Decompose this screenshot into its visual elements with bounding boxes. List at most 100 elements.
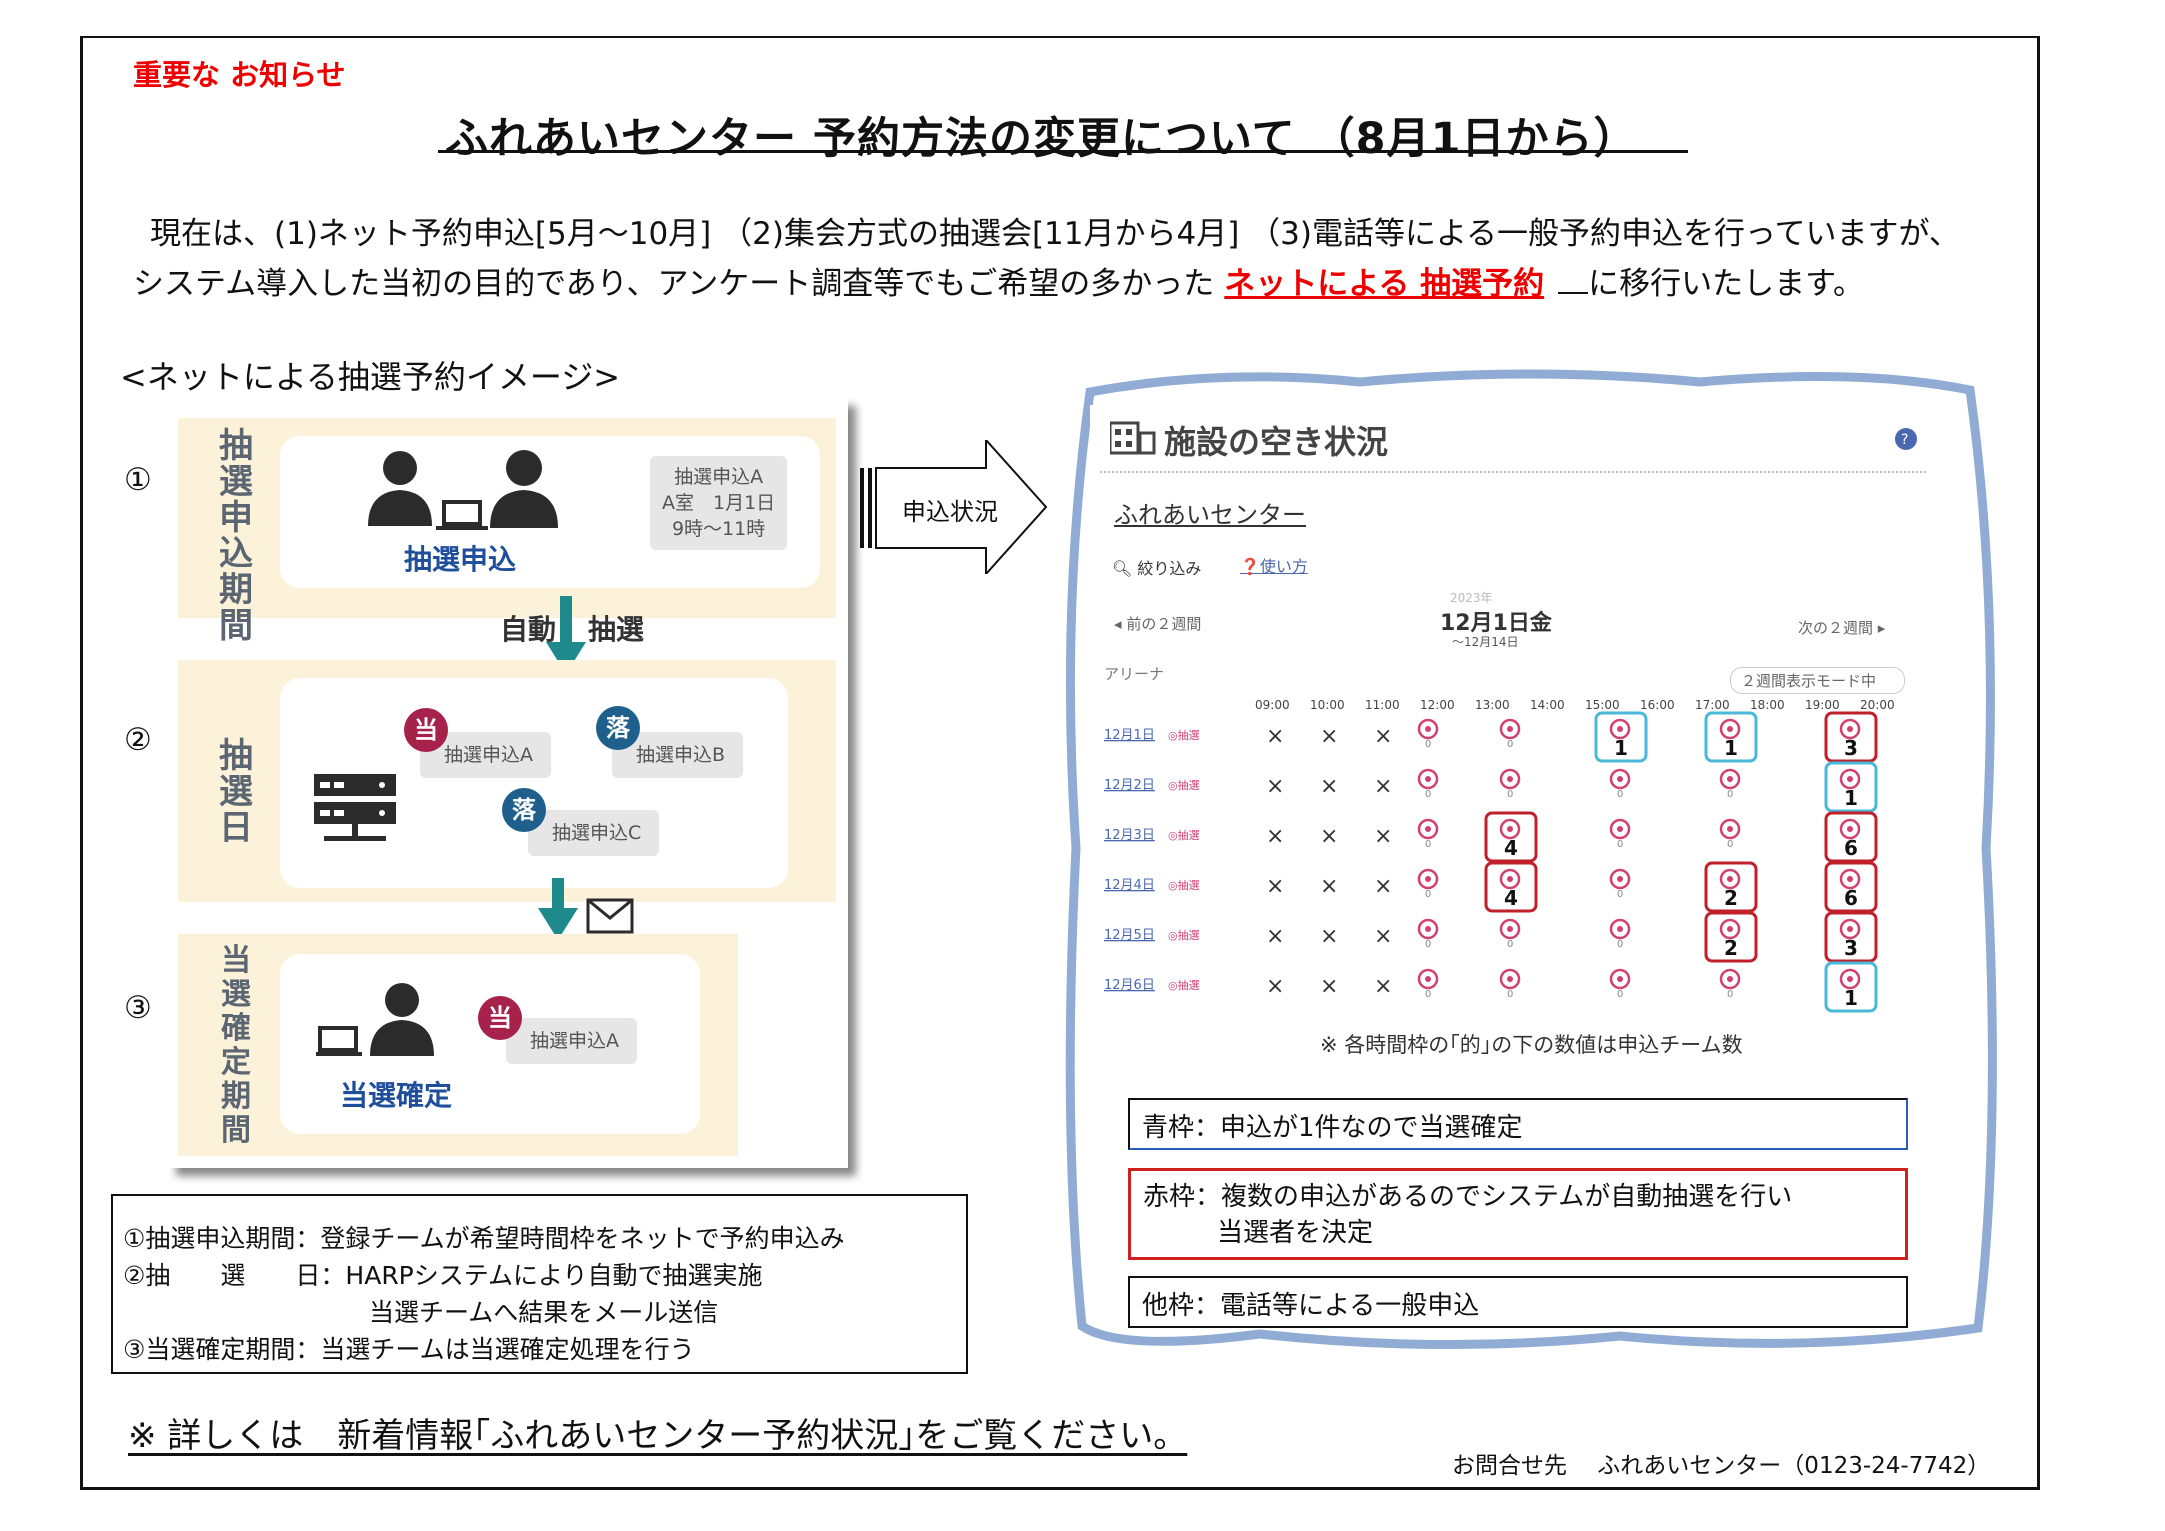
win-badge: 当 xyxy=(404,708,448,752)
search-icon: 🔍︎ xyxy=(1112,559,1133,578)
row-date-link[interactable]: 12月6日 xyxy=(1104,978,1155,993)
person-laptop-icon xyxy=(368,450,558,530)
application-count: 0 xyxy=(1617,889,1623,900)
intro-highlight: ネットによる 抽選予約 xyxy=(1224,266,1545,302)
target-icon-center xyxy=(1847,876,1853,882)
time-label: 15:00 xyxy=(1585,698,1620,712)
facility-link[interactable]: ふれあいセンター xyxy=(1114,501,1306,529)
explanation-box: ①抽選申込期間：登録チームが希望時間枠をネットで予約申込み ②抽 選 日：HAR… xyxy=(111,1194,968,1374)
legend-blue: 青枠：申込が1件なので当選確定 xyxy=(1128,1098,1908,1150)
phase3-label: 当選確定期間 xyxy=(221,943,251,1148)
explanation-line-4: ③当選確定期間：当選チームは当選確定処理を行う xyxy=(123,1335,695,1364)
application-count: 3 xyxy=(1844,736,1858,760)
target-icon-center xyxy=(1425,726,1431,732)
application-count: 2 xyxy=(1724,936,1738,960)
mail-arrow-icon xyxy=(538,878,634,940)
slot-frame-red xyxy=(1824,711,1878,763)
target-icon xyxy=(1417,818,1439,840)
target-icon xyxy=(1499,768,1521,790)
unavailable-mark: × xyxy=(1320,724,1338,749)
time-label: 17:00 xyxy=(1695,698,1730,712)
row-date-link[interactable]: 12月4日 xyxy=(1104,878,1155,893)
target-icon-center xyxy=(1847,826,1853,832)
target-icon-center xyxy=(1617,776,1623,782)
application-count: 6 xyxy=(1844,886,1858,910)
application-count: 1 xyxy=(1844,786,1858,810)
result-tag-a: 抽選申込A xyxy=(420,732,551,778)
target-icon xyxy=(1609,718,1631,740)
tag-line: 抽選申込A xyxy=(674,466,764,488)
target-icon xyxy=(1417,968,1439,990)
target-icon xyxy=(1609,918,1631,940)
lottery-tag: ◎抽選 xyxy=(1168,928,1200,942)
arrow-label: 申込状況 xyxy=(902,498,998,526)
slot-frame-blue xyxy=(1824,761,1878,813)
application-count: 0 xyxy=(1617,989,1623,1000)
unavailable-mark: × xyxy=(1266,974,1284,999)
phase1-caption: 抽選申込 xyxy=(404,543,517,576)
time-label: 14:00 xyxy=(1530,698,1565,712)
target-icon xyxy=(1839,918,1861,940)
target-icon-center xyxy=(1617,726,1623,732)
unavailable-mark: × xyxy=(1320,974,1338,999)
step-number-2: ② xyxy=(124,722,152,758)
time-label: 13:00 xyxy=(1475,698,1510,712)
target-icon-center xyxy=(1617,876,1623,882)
target-icon xyxy=(1609,868,1631,890)
target-icon xyxy=(1499,918,1521,940)
date-range: ～12月14日 xyxy=(1452,635,1519,649)
prev-label: 前の２週間 xyxy=(1126,615,1202,633)
time-label: 19:00 xyxy=(1805,698,1840,712)
intro-line-2: システム導入した当初の目的であり、アンケート調査等でもご希望の多かったネットによ… xyxy=(133,258,1864,303)
lose-badge: 落 xyxy=(502,788,546,832)
target-icon-center xyxy=(1425,826,1431,832)
application-tag-a: 抽選申込A A室 1月1日 9時～11時 xyxy=(650,456,788,550)
intro-underline-gap xyxy=(1558,268,1589,294)
unavailable-mark: × xyxy=(1320,774,1338,799)
target-icon xyxy=(1719,768,1741,790)
usage-link[interactable]: ❓使い方 xyxy=(1240,553,1308,577)
application-count: 6 xyxy=(1844,836,1858,860)
time-label: 12:00 xyxy=(1420,698,1455,712)
intro-line-1: 現在は、(1)ネット予約申込[5月～10月] （2)集会方式の抽選会[11月から… xyxy=(150,216,1960,252)
target-icon-center xyxy=(1425,976,1431,982)
prev-two-weeks-button[interactable]: ◂ 前の２週間 xyxy=(1114,615,1202,633)
server-icon xyxy=(314,774,396,841)
target-icon xyxy=(1719,868,1741,890)
row-date-link[interactable]: 12月1日 xyxy=(1104,728,1155,743)
person-laptop-icon xyxy=(316,983,434,1056)
target-icon-center xyxy=(1727,776,1733,782)
target-icon-center xyxy=(1727,826,1733,832)
legend-other: 他枠：電話等による一般申込 xyxy=(1128,1276,1908,1328)
target-icon xyxy=(1719,918,1741,940)
target-icon-center xyxy=(1847,976,1853,982)
time-label: 20:00 xyxy=(1860,698,1895,712)
filter-button[interactable]: 🔍︎ 絞り込み xyxy=(1112,555,1201,579)
target-icon xyxy=(1609,968,1631,990)
row-date-link[interactable]: 12月3日 xyxy=(1104,828,1155,843)
application-count: 4 xyxy=(1504,836,1518,860)
next-label: 次の２週間 xyxy=(1798,619,1874,637)
target-icon xyxy=(1417,768,1439,790)
row-date-link[interactable]: 12月2日 xyxy=(1104,778,1155,793)
time-label: 09:00 xyxy=(1255,698,1290,712)
status-arrow-icon xyxy=(860,440,1048,574)
phase2-label: 抽選日 xyxy=(219,736,253,848)
unavailable-mark: × xyxy=(1266,824,1284,849)
phase3-caption: 当選確定 xyxy=(340,1079,453,1112)
selected-date: 12月1日金 xyxy=(1440,611,1552,636)
target-icon xyxy=(1417,718,1439,740)
slot-frame-red xyxy=(1824,811,1878,863)
help-icon: ❓ xyxy=(1240,557,1260,576)
unavailable-mark: × xyxy=(1374,774,1392,799)
next-two-weeks-button[interactable]: 次の２週間 ▸ xyxy=(1798,619,1886,637)
row-date-link[interactable]: 12月5日 xyxy=(1104,928,1155,943)
availability-screen: 施設の空き状況 ? ふれあいセンター 🔍︎ 絞り込み ❓使い方 ◂ 前の２週間 … xyxy=(1090,405,1938,1057)
year-label: 2023年 xyxy=(1450,591,1493,605)
application-count: 1 xyxy=(1614,736,1628,760)
application-count: 0 xyxy=(1727,839,1733,850)
title-divider xyxy=(1100,471,1926,473)
display-mode-badge[interactable]: ２週間表示モード中 xyxy=(1730,667,1906,694)
target-icon-center xyxy=(1425,776,1431,782)
